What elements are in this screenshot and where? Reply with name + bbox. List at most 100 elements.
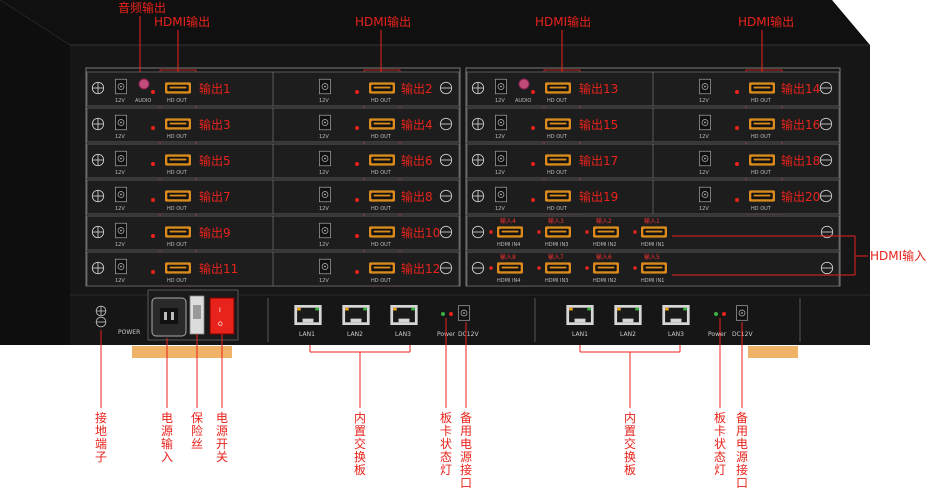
lan2-port[interactable] — [614, 305, 642, 325]
board-power-label: Power — [708, 331, 727, 338]
lan3-port[interactable] — [390, 305, 418, 325]
hdmi-in-port[interactable] — [545, 262, 571, 274]
hdmi-out-port[interactable] — [545, 190, 571, 202]
audio-port[interactable] — [138, 78, 150, 90]
status-led-label-right: 态 — [714, 450, 726, 464]
top-annotations: 音频输出 HDMI输出 HDMI输出 HDMI输出 HDMI输出 — [118, 0, 794, 72]
status-led — [151, 270, 155, 274]
hdmi-out-port[interactable] — [165, 226, 191, 238]
hdmi-out-port[interactable] — [369, 190, 395, 202]
dc12v-port[interactable] — [115, 186, 127, 203]
hdmi-out-port[interactable] — [369, 262, 395, 274]
hdmi-out-port[interactable] — [749, 154, 775, 166]
dc12v-port[interactable] — [319, 150, 331, 167]
dc12v-port[interactable] — [115, 114, 127, 131]
hdmi-out-port[interactable] — [165, 82, 191, 94]
dc12v-port[interactable] — [319, 258, 331, 275]
input-label: 输入1 — [644, 217, 660, 225]
hdmi-out-port[interactable] — [749, 118, 775, 130]
hdmi-in-port[interactable] — [593, 262, 619, 274]
lan1-label: LAN1 — [299, 331, 315, 338]
hdmi-in-port[interactable] — [497, 226, 523, 238]
dc12v-port[interactable] — [319, 78, 331, 95]
dc12v-port[interactable] — [495, 150, 507, 167]
lan1-port[interactable] — [566, 305, 594, 325]
lan3-port[interactable] — [662, 305, 690, 325]
status-led — [151, 126, 155, 130]
hdmi-out-port[interactable] — [165, 154, 191, 166]
hdmi-out-port[interactable] — [369, 154, 395, 166]
card-screw-icon — [471, 153, 485, 167]
hdmi-out-port[interactable] — [165, 118, 191, 130]
status-led — [355, 270, 359, 274]
hdmi-in-port[interactable] — [641, 262, 667, 274]
hd-out-label: HD OUT — [547, 134, 568, 140]
hdmi-in-port-label: HDMI IN2 — [593, 242, 616, 248]
dc12v-port[interactable] — [699, 150, 711, 167]
dc12v-port[interactable] — [458, 305, 470, 321]
v12-label: 12V — [699, 206, 709, 212]
status-led-label-left: 灯 — [440, 463, 452, 477]
hdmi-out-port[interactable] — [369, 82, 395, 94]
hdmi-out-port[interactable] — [749, 190, 775, 202]
status-led — [151, 90, 155, 94]
power-input-label: 入 — [161, 450, 173, 464]
dc12v-port[interactable] — [699, 78, 711, 95]
dc12v-port[interactable] — [736, 305, 748, 321]
dc12v-port[interactable] — [319, 114, 331, 131]
dc12v-port[interactable] — [115, 150, 127, 167]
status-led — [735, 90, 739, 94]
hdmi-in-port[interactable] — [545, 226, 571, 238]
audio-port[interactable] — [518, 78, 530, 90]
hdmi-out-port[interactable] — [369, 118, 395, 130]
v12-label: 12V — [319, 98, 329, 104]
lan1-port[interactable] — [294, 305, 322, 325]
hdmi-out-port[interactable] — [165, 190, 191, 202]
hdmi-in-port-label: HDMI IN1 — [641, 278, 664, 284]
status-led — [355, 90, 359, 94]
power-switch[interactable] — [209, 297, 235, 335]
output-label: 输出20 — [781, 189, 820, 204]
dc12v-port[interactable] — [319, 222, 331, 239]
hdmi-out-port[interactable] — [545, 118, 571, 130]
v12-label: 12V — [319, 242, 329, 248]
hdmi-in-port[interactable] — [641, 226, 667, 238]
dc12v-port[interactable] — [495, 186, 507, 203]
dc12v-port[interactable] — [699, 186, 711, 203]
dc12v-port[interactable] — [319, 186, 331, 203]
dc12v-port[interactable] — [495, 114, 507, 131]
hdmi-in-port[interactable] — [593, 226, 619, 238]
hdmi-in-port[interactable] — [497, 262, 523, 274]
v12-label: 12V — [495, 134, 505, 140]
svg-text:O: O — [218, 321, 223, 328]
output-label: 输出5 — [199, 153, 231, 168]
hdmi-out-port[interactable] — [369, 226, 395, 238]
backup-power-label-left: 用 — [460, 424, 472, 438]
hdmi-out-port[interactable] — [545, 82, 571, 94]
lan2-port[interactable] — [342, 305, 370, 325]
dc12v-port[interactable] — [115, 78, 127, 95]
svg-text:I: I — [219, 307, 221, 314]
hdmi-out-port[interactable] — [165, 262, 191, 274]
dc12v-port[interactable] — [495, 78, 507, 95]
hdmi-out-port[interactable] — [545, 154, 571, 166]
v12-label: 12V — [495, 98, 505, 104]
v12-label: 12V — [319, 206, 329, 212]
power-switch-label: 关 — [216, 450, 228, 464]
switch-board-label-right: 置 — [624, 424, 636, 438]
v12-label: 12V — [495, 170, 505, 176]
dc12v-port[interactable] — [115, 258, 127, 275]
status-led-label-left: 状 — [440, 437, 452, 451]
status-led — [441, 312, 445, 316]
ground-terminal-label: 地 — [95, 424, 107, 438]
card-screw-icon — [91, 81, 105, 95]
ground-terminal-label: 子 — [95, 450, 107, 464]
hdmi-out-port[interactable] — [749, 82, 775, 94]
dc12v-port[interactable] — [699, 114, 711, 131]
status-led — [489, 266, 493, 270]
dc12v-port[interactable] — [115, 222, 127, 239]
